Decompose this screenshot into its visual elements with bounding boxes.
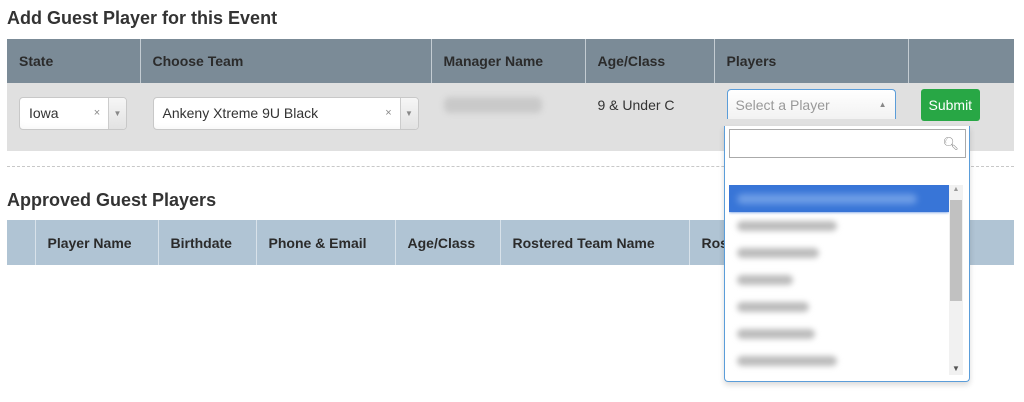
clear-icon[interactable]: × bbox=[93, 107, 101, 119]
player-option[interactable] bbox=[729, 185, 949, 212]
player-option[interactable] bbox=[729, 320, 949, 347]
chevron-up-icon[interactable]: ▲ bbox=[878, 100, 887, 109]
chevron-down-icon[interactable]: ▼ bbox=[399, 98, 418, 129]
scrollbar-thumb[interactable] bbox=[950, 200, 962, 301]
state-select[interactable]: Iowa × ▼ bbox=[19, 97, 127, 130]
table-header-row: State Choose Team Manager Name Age/Class… bbox=[7, 39, 1014, 83]
approved-guest-players-title: Approved Guest Players bbox=[7, 190, 217, 210]
column-header-manager-name: Manager Name bbox=[431, 39, 586, 83]
column-header-state: State bbox=[7, 39, 141, 83]
chevron-down-icon[interactable]: ▼ bbox=[108, 98, 126, 129]
column-header-select bbox=[7, 220, 36, 265]
player-dropdown: 🔍︎ ▲ ▼ bbox=[724, 126, 970, 382]
player-search-field[interactable]: 🔍︎ bbox=[729, 129, 966, 158]
clear-icon[interactable]: × bbox=[385, 107, 392, 119]
manager-name-value bbox=[443, 97, 542, 113]
scroll-up-icon[interactable]: ▲ bbox=[952, 186, 960, 193]
column-header-choose-team: Choose Team bbox=[140, 39, 432, 83]
player-option[interactable] bbox=[729, 347, 949, 374]
add-guest-player-title: Add Guest Player for this Event bbox=[7, 8, 278, 28]
player-select[interactable]: Select a Player ▲ bbox=[726, 89, 896, 119]
results-scrollbar[interactable]: ▲ ▼ bbox=[949, 185, 963, 375]
column-header-age-class: Age/Class bbox=[395, 220, 501, 265]
column-header-action bbox=[908, 39, 1014, 83]
player-results-list bbox=[729, 185, 949, 389]
submit-button[interactable]: Submit bbox=[920, 89, 981, 121]
player-select-placeholder: Select a Player bbox=[735, 96, 830, 113]
column-header-rostered-team-name: Rostered Team Name bbox=[500, 220, 690, 265]
column-header-phone-email: Phone & Email bbox=[256, 220, 396, 265]
column-header-player-name: Player Name bbox=[35, 220, 159, 265]
player-option[interactable] bbox=[729, 212, 949, 239]
state-select-value: Iowa bbox=[29, 105, 59, 121]
player-option[interactable] bbox=[729, 266, 949, 293]
player-option[interactable] bbox=[729, 293, 949, 320]
column-header-age-class: Age/Class bbox=[585, 39, 715, 83]
team-select[interactable]: Ankeny Xtreme 9U Black × ▼ bbox=[152, 97, 419, 130]
team-select-value: Ankeny Xtreme 9U Black bbox=[162, 105, 319, 121]
search-icon: 🔍︎ bbox=[942, 135, 959, 151]
player-search-input[interactable] bbox=[730, 130, 943, 157]
scroll-down-icon[interactable]: ▼ bbox=[952, 364, 960, 373]
column-header-players: Players bbox=[714, 39, 909, 83]
column-header-birthdate: Birthdate bbox=[158, 220, 257, 265]
age-class-value: 9 & Under C bbox=[597, 97, 675, 113]
player-option[interactable] bbox=[729, 239, 949, 266]
section-divider bbox=[7, 166, 1014, 167]
